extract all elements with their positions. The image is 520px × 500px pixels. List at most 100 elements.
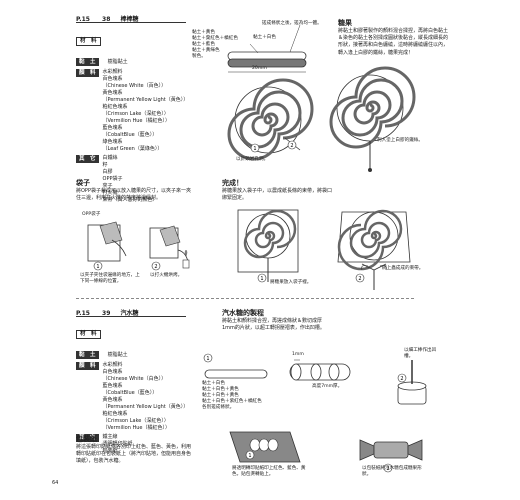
soda-color-list: 黏土＋白色 黏土＋白色＋黃色 黏土＋白色＋黃色 黏土＋白色＋紫紅色＋橘紅色 各別… (202, 381, 262, 411)
paint-item: （CobaltBlue（藍色）） (102, 390, 158, 396)
section-divider (76, 298, 414, 299)
soda-text: 將黏土和顏料揉合捏，再搓成條狀＆數切成厚1mm的片狀，以超工轉拐壓褶表，作出凹槽… (222, 318, 325, 332)
clay-heading: 黏 土 (76, 58, 99, 66)
label-line: 各別搓成條狀。 (202, 405, 235, 410)
label-twist: 以包裝紙將汽水糖包成糖果形狀。 (362, 466, 422, 477)
paint-item: （Leaf Green（葉綠色）） (102, 146, 163, 152)
svg-text:2: 2 (400, 376, 403, 382)
bagged-lollipop-2: 2 (337, 209, 411, 290)
paint-item: （Permanent Yellow Light（黃色）） (102, 97, 189, 103)
label-line: 黏土＋黃色 (192, 30, 215, 35)
soda-slices (289, 359, 351, 381)
paint-item: （Vermilion Hue（橘紅色）） (102, 425, 170, 431)
bagged-lollipop-1: 1 (237, 209, 299, 283)
label-line: 黏土＋藍色 (192, 42, 215, 47)
label-line: 製色。 (192, 54, 206, 59)
paint-item: 百色塊系 (102, 76, 123, 82)
label-line: 黏土＋白色＋黃色 (202, 387, 239, 392)
other-list: 鐵主線 透明轉印貼紙 包裝紙 (103, 434, 133, 455)
paint-item: 藍色塊系 (102, 125, 123, 131)
label-line: 黏土＋白色 (202, 381, 225, 386)
label-needle: 以針頭岩孔洞。 (236, 157, 269, 162)
label-roll-top: 搓成條狀之後，搓為均一體。 (262, 21, 322, 26)
paint-item: 黃色塊系 (102, 397, 123, 403)
svg-text:2: 2 (290, 143, 293, 149)
candy-text: 將黏土和膠著製作的顏料混合揉捏，再將白色黏土＆染色的黏土各別揉成圓狀後黏合，縱長… (338, 28, 449, 56)
bag-step-2: 2 (149, 225, 190, 271)
other-heading: 其 它 (76, 155, 99, 163)
other-heading: 其 它 (76, 434, 99, 442)
header-rule (76, 22, 186, 23)
header-rule (76, 316, 186, 317)
label-line: 黏土＋白色＋紫紅色＋橘紅色 (202, 399, 262, 404)
bag-text: 將OPP袋子裁成可以放入糖果的尺寸，以夾子來一夾住三邊，利用打火機的熱度將邊緣封… (76, 188, 191, 202)
other-item: 透明轉印貼紙 (102, 441, 133, 447)
dim-label: 20mm (252, 66, 267, 71)
svg-text:1: 1 (260, 276, 263, 282)
label-wrap: 將透明轉印貼紙印上紅色、藍色、黃色，貼包燙轉貼上。 (232, 466, 306, 477)
paint-item: （Crimson Lake（深紅色）） (102, 418, 169, 424)
paint-item: （Vermilion Hue（橘紅色）） (102, 118, 170, 124)
paint-list: 水彩顏料 百色塊系 （Chinese White（百色）） 黃色塊系 （Perm… (103, 69, 189, 153)
svg-text:2: 2 (386, 466, 389, 472)
recipe-number: 38 (102, 16, 111, 23)
label-seal: 以打火機烘烤。 (150, 273, 183, 278)
label-tie: 綁上蟲成成的束帶。 (382, 266, 424, 271)
recipe-title: 汽水糖 (120, 310, 139, 317)
label-line: 黏土＋黃綠色 (192, 48, 220, 53)
paint-item: （Chinese White（百色）） (102, 83, 167, 89)
other-item: 籽 (102, 162, 108, 168)
wrap-text: 將這張轉印貼紙條各別印上紅色、藍色、黃色，利用轉印貼紙印在包裝紙上（將汽印貼地，… (76, 444, 192, 465)
clay-value: 樹脂黏土 (107, 59, 128, 65)
soda-title: 汽水糖的製程 (222, 309, 264, 317)
paint-item: （Chinese White（白色）） (102, 376, 167, 382)
done-text: 將糖果放入袋子中，以農成紙長條的束帶，將袋口綁緊固定。 (222, 188, 333, 202)
paint-item: 白色塊系 (102, 369, 123, 375)
paint-heading: 顏 料 (76, 69, 99, 77)
recipe-title: 棒棒糖 (120, 16, 139, 23)
soda-piece-step: 2 (397, 360, 427, 405)
svg-text:1: 1 (206, 356, 209, 362)
paint-item: 水彩顏料 (102, 69, 123, 75)
paint-item: 綠色塊系 (102, 139, 123, 145)
section2-header: P.15 39 汽水糖 (76, 308, 139, 317)
wrap-step-2: 2 (359, 439, 423, 473)
other-item: 打火機 (102, 190, 118, 196)
recipe-number: 39 (102, 310, 111, 317)
paint-item: 黃色塊系 (102, 90, 123, 96)
candy-title: 糖果 (338, 19, 352, 27)
other-item: OPP袋子 (102, 176, 123, 182)
soda-strip-step: 1 (203, 353, 268, 379)
other-item: 白鐵絲 (102, 155, 118, 161)
label-line: 黏土＋白色＋黃色 (202, 393, 239, 398)
paint-item: 粕紅色塊系 (102, 411, 128, 417)
label-white-clay: 黏土＋白色 (253, 35, 276, 40)
svg-text:2: 2 (154, 264, 157, 270)
svg-text:1: 1 (248, 453, 251, 459)
swirl-candy-1: 1 2 (227, 78, 314, 161)
other-item: 夾子 (102, 183, 113, 189)
paint-heading: 顏 料 (76, 362, 99, 370)
done-title: 完成！ (222, 179, 243, 187)
page-ref: P.15 (76, 16, 90, 23)
label-wire: 刺入塗上白膠的鐵絲。 (377, 138, 423, 143)
materials-block-2: 材 料 黏 土 樹脂黏土 顏 料 水彩顏料 白色塊系 （Chinese Whit… (76, 320, 188, 455)
paint-item: 水彩顏料 (102, 362, 123, 368)
page-number: 64 (52, 480, 59, 486)
wrap-title: 包裝紙 (76, 435, 97, 443)
other-item: 白膠 (102, 169, 113, 175)
materials-block: 材 料 黏 土 樹脂黏土 顏 料 水彩顏料 百色塊系 （Chinese Whit… (76, 27, 188, 204)
other-list: 白鐵絲 籽 白膠 OPP袋子 夾子 打火機 束帶（與人客好的顏色） (103, 155, 158, 204)
paint-item: （Permanent Yellow Light（黃色）） (102, 404, 189, 410)
clay-heading: 黏 土 (76, 351, 99, 359)
other-item: 鐵主線 (102, 434, 118, 440)
clay-value: 樹脂黏土 (107, 352, 128, 358)
bag-title: 袋子 (76, 179, 90, 187)
dim-1mm: 1mm (292, 352, 304, 357)
svg-text:2: 2 (358, 276, 361, 282)
